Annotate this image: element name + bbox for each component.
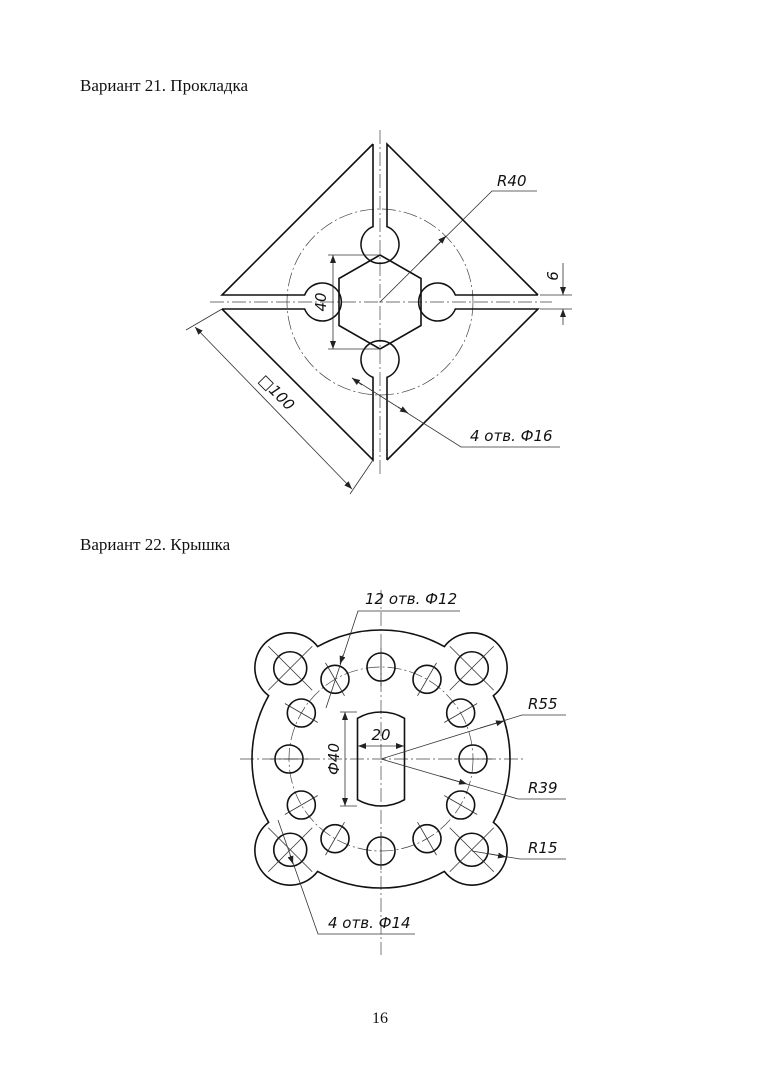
corner-hole-centerline (449, 827, 495, 873)
bolt-hole-centerline (417, 662, 437, 696)
dim-holes-12: 12 отв. Ф12 (365, 590, 457, 608)
dim-holes-16: 4 отв. Ф16 (470, 427, 553, 445)
dim-r55: R55 (528, 695, 558, 713)
dim-r39: R39 (528, 779, 558, 797)
page-number: 16 (372, 1010, 388, 1027)
bolt-hole-centerline (417, 822, 437, 856)
bolt-hole (286, 698, 317, 728)
bolt-hole (320, 823, 350, 854)
dim-r15: R15 (528, 839, 558, 857)
corner-hole-centerline (267, 827, 313, 873)
variant-22-heading: Вариант 22. Крышка (80, 535, 231, 554)
bolt-hole (445, 790, 476, 820)
central-slot (356, 711, 406, 807)
dim-square-100: □100 (255, 371, 298, 414)
bolt-hole-centerline (444, 703, 478, 723)
corner-hole (454, 650, 490, 686)
gasket-outline (220, 142, 540, 462)
bolt-hole (445, 698, 476, 728)
corner-hole (272, 832, 308, 868)
corner-hole-centerline (267, 645, 313, 691)
variant-21-heading: Вариант 21. Прокладка (80, 76, 249, 95)
bolt-hole-centerline (284, 795, 318, 815)
bolt-hole (320, 664, 350, 695)
corner-hole (272, 650, 308, 686)
bolt-hole-centerline (325, 662, 345, 696)
dim-slot-6: 6 (544, 271, 562, 281)
corner-hole-centerline (449, 645, 495, 691)
dim-w20: 20 (371, 726, 390, 744)
bolt-hole (412, 823, 442, 854)
bolt-hole-centerline (284, 703, 318, 723)
cover-outline (251, 629, 511, 889)
corner-hole (454, 832, 490, 868)
cover-drawing: Ф40 20 R55 R39 R15 12 отв. Ф12 4 отв. Ф1… (240, 590, 566, 955)
dim-r40: R40 (497, 172, 527, 190)
bolt-hole (286, 790, 317, 820)
gasket-drawing: 40 R40 6 □100 4 отв. Ф16 (185, 130, 572, 495)
bolt-hole-centerline (444, 795, 478, 815)
bolt-hole-centerline (325, 822, 345, 856)
dim-hex-40: 40 (312, 292, 330, 311)
dim-holes-14: 4 отв. Ф14 (328, 914, 411, 932)
bolt-hole (412, 664, 442, 695)
dim-d40: Ф40 (325, 743, 343, 775)
